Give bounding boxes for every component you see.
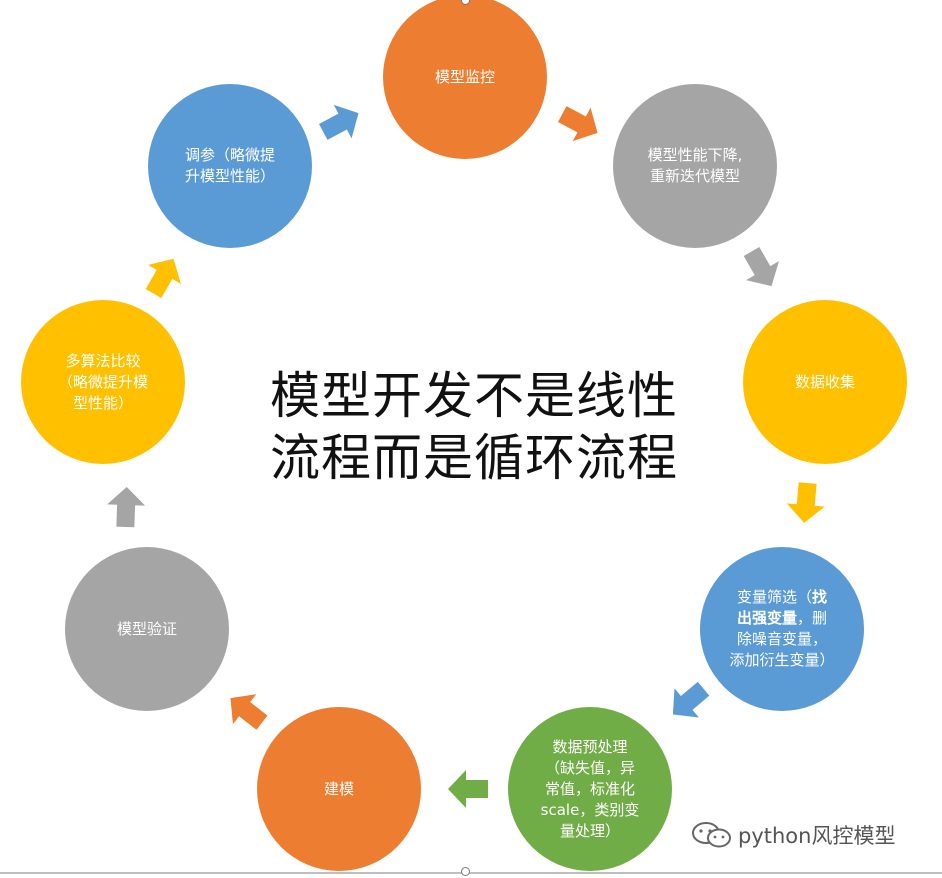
arrow-validation-to-multi	[107, 487, 146, 528]
node-data-collection: 数据收集	[743, 300, 907, 464]
wechat-icon	[692, 822, 731, 848]
node-label: 模型监控	[434, 67, 495, 86]
node-modeling: 建模	[257, 707, 421, 871]
node-model-monitoring: 模型监控	[383, 0, 547, 159]
node-variable-selection: 变量筛选（找 出强变量，删 除噪音变量， 添加衍生变量）	[700, 547, 864, 711]
watermark-text: python风控模型	[738, 824, 896, 848]
node-label: 多算法比较 （略微提升模 型性能）	[57, 351, 148, 412]
node-multi-algorithm: 多算法比较 （略微提升模 型性能）	[21, 300, 185, 464]
arrow-preprocessing-to-modeling	[448, 770, 488, 808]
node-model-validation: 模型验证	[65, 547, 229, 711]
node-label: 建模	[323, 779, 354, 798]
node-label: 变量筛选（找 出强变量，删 除噪音变量， 添加衍生变量）	[729, 587, 834, 671]
arrow-tuning-to-monitoring	[318, 104, 359, 140]
node-label: 数据收集	[794, 372, 855, 391]
selection-frame-line	[0, 872, 942, 874]
arrow-modeling-to-validation	[230, 694, 268, 730]
resize-handle-top[interactable]	[461, 0, 470, 5]
arrow-selection-to-preprocessing	[672, 681, 710, 718]
arrow-collection-to-selection	[786, 482, 825, 523]
node-label: 数据预处理 （缺失值，异 常值，标准化 scale，类别变 量处理）	[540, 737, 640, 840]
node-label-part: ，删 除噪音变量， 添加衍生变量）	[729, 609, 835, 669]
node-label-part: 找 出强变量	[736, 588, 827, 627]
arrow-monitoring-to-drop	[557, 106, 598, 142]
arrow-multi-to-tuning	[145, 258, 181, 298]
node-label: 调参（略微提 升模型性能）	[184, 146, 275, 185]
node-label-part: 变量筛选（	[736, 588, 812, 606]
arrow-drop-to-collection	[743, 247, 779, 287]
node-label: 模型验证	[116, 619, 177, 638]
node-performance-drop: 模型性能下降, 重新迭代模型	[613, 84, 777, 248]
center-title: 模型开发不是线性 流程而是循环流程	[270, 367, 678, 487]
node-tuning: 调参（略微提 升模型性能）	[148, 84, 312, 248]
node-label: 模型性能下降, 重新迭代模型	[647, 146, 743, 185]
watermark: python风控模型	[690, 818, 895, 852]
node-data-preprocessing: 数据预处理 （缺失值，异 常值，标准化 scale，类别变 量处理）	[508, 707, 672, 871]
resize-handle-bottom[interactable]	[461, 867, 470, 876]
